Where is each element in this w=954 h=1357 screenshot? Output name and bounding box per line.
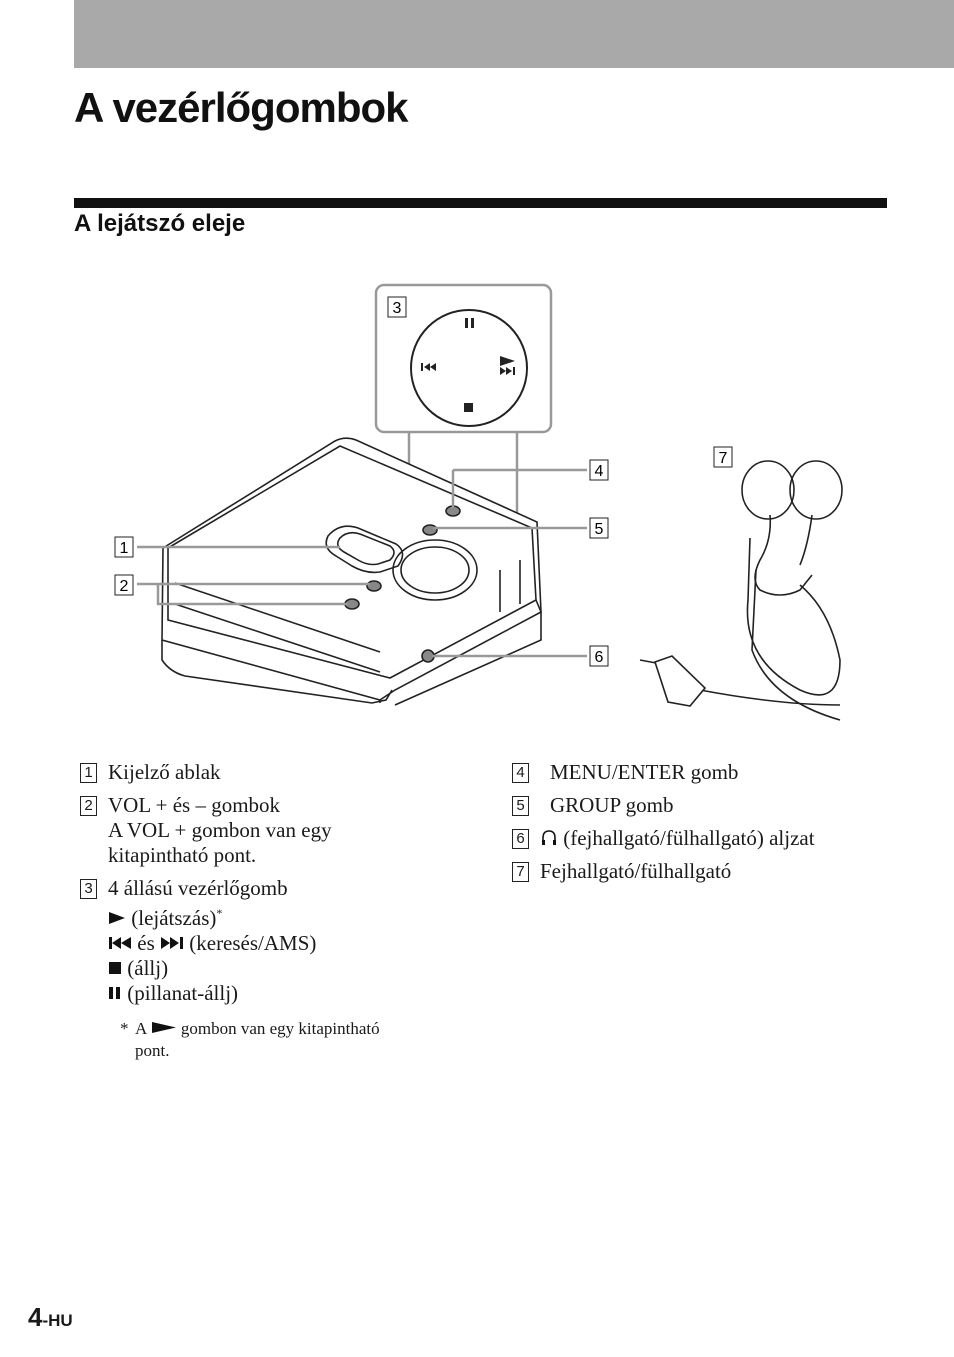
pause-icon: [465, 318, 474, 328]
callout-7: 7: [713, 446, 733, 468]
legend-number: 6: [512, 829, 529, 849]
legend-right: 4 MENU/ENTER gomb 5 GROUP gomb 6 (fejhal…: [512, 760, 932, 892]
svg-text:6: 6: [595, 649, 604, 666]
legend-item-2: 2 VOL + és – gombok A VOL + gombon van e…: [80, 793, 480, 868]
callout-6: 6: [589, 645, 609, 667]
legend-play-line: (lejátszás)*: [108, 901, 480, 931]
svg-text:3: 3: [393, 300, 402, 317]
callout-5: 5: [589, 517, 609, 539]
earphones: [639, 460, 843, 721]
play-icon: [151, 1022, 176, 1033]
legend-number: 7: [512, 862, 529, 882]
legend-item-1: 1 Kijelző ablak: [80, 760, 480, 785]
legend-left: 1 Kijelző ablak 2 VOL + és – gombok A VO…: [80, 760, 480, 1062]
legend-text: 4 állású vezérlőgomb: [108, 876, 288, 900]
callout-2: 2: [114, 574, 134, 596]
section-rule: [74, 198, 887, 208]
next-track-icon: [161, 937, 183, 949]
section-title: A lejátszó eleje: [74, 210, 246, 237]
player-illustration: 3 1 2 4 5 6 7: [114, 283, 843, 721]
legend-item-3: 3 4 állású vezérlőgomb (lejátszás)* és (…: [80, 876, 480, 1006]
legend-number: 3: [80, 879, 97, 899]
legend-text: MENU/ENTER gomb: [550, 760, 739, 784]
svg-text:5: 5: [595, 521, 604, 538]
vol-plus-button: [366, 580, 382, 592]
group-button: [422, 524, 438, 536]
stop-icon: [109, 962, 121, 974]
legend-item-6: 6 (fejhallgató/fülhallgató) aljzat: [512, 826, 932, 851]
legend-item-7: 7 Fejhallgató/fülhallgató: [512, 859, 932, 884]
next-track-icon: [500, 367, 515, 375]
legend-item-4: 4 MENU/ENTER gomb: [512, 760, 932, 785]
legend-text: VOL + és – gombok: [108, 793, 281, 817]
callout-3: 3: [387, 296, 407, 318]
svg-text:1: 1: [120, 540, 129, 557]
previous-track-icon: [109, 937, 131, 949]
callout-1: 1: [114, 536, 134, 558]
legend-pause-line: (pillanat-állj): [108, 981, 480, 1006]
legend-search-line: és (keresés/AMS): [108, 931, 480, 956]
legend-number: 5: [512, 796, 529, 816]
pause-icon: [109, 987, 120, 999]
legend-stop-line: (állj): [108, 956, 480, 981]
legend-number: 1: [80, 763, 97, 783]
display-window: [325, 525, 404, 574]
legend-text: GROUP gomb: [550, 793, 674, 817]
stop-icon: [464, 403, 473, 412]
play-icon: [109, 912, 125, 924]
header-band: [74, 0, 954, 68]
player-body: [161, 437, 542, 701]
page-title: A vezérlőgombok: [74, 84, 409, 131]
legend-text: (fejhallgató/fülhallgató) aljzat: [563, 826, 815, 850]
play-icon: [500, 356, 515, 366]
svg-text:4: 4: [595, 463, 604, 480]
legend-item-5: 5 GROUP gomb: [512, 793, 932, 818]
four-way-control-enlarged: [410, 309, 528, 427]
svg-text:2: 2: [120, 578, 129, 595]
svg-text:7: 7: [719, 450, 728, 467]
legend-number: 4: [512, 763, 529, 783]
legend-text: A VOL + gombon van egy: [108, 818, 332, 842]
control-zoom-frame: [374, 283, 553, 434]
control-dial: [392, 539, 478, 601]
legend-text: Fejhallgató/fülhallgató: [540, 859, 732, 883]
callout-4: 4: [589, 459, 609, 481]
legend-text: Kijelző ablak: [108, 760, 221, 784]
legend-text: kitapintható pont.: [108, 843, 257, 867]
footnote: * A gombon van egy kitapintható pont.: [120, 1019, 380, 1060]
page-number: 4-HU: [28, 1302, 73, 1332]
headphone-icon: [542, 830, 556, 845]
previous-track-icon: [421, 363, 436, 371]
legend-number: 2: [80, 796, 97, 816]
